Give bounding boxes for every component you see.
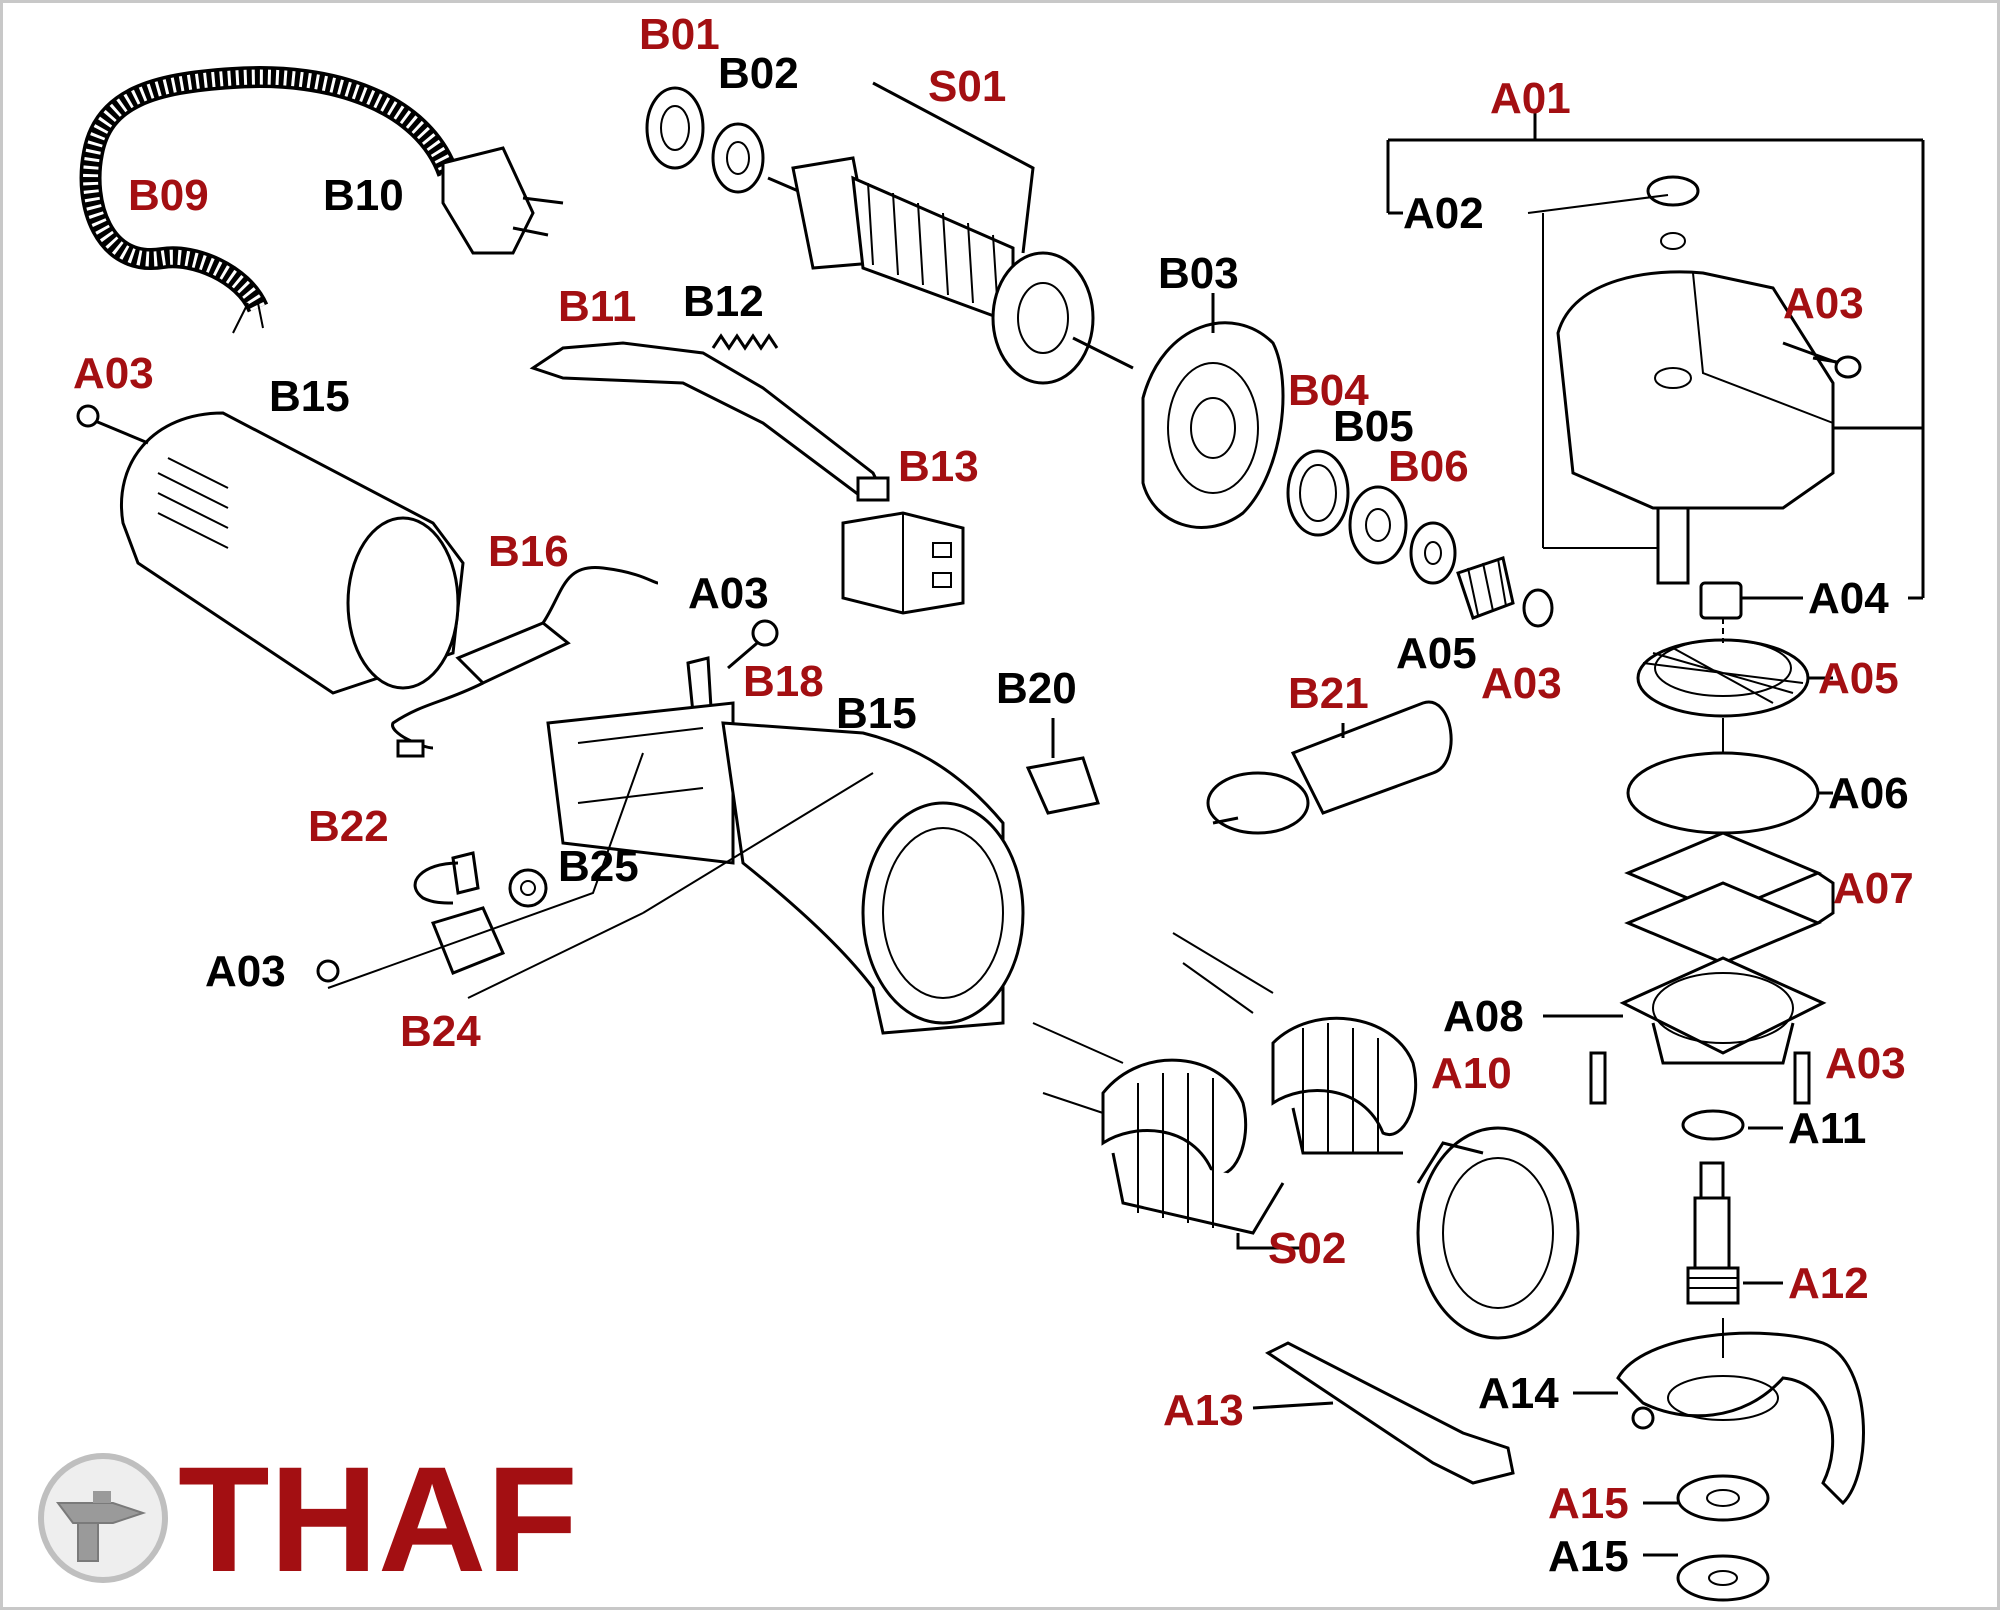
side-handle	[1206, 700, 1453, 835]
gaskets	[1624, 831, 1835, 965]
wheel-guard	[1573, 1331, 1865, 1506]
label-a14: A14	[1478, 1369, 1559, 1418]
label-a07: A07	[1833, 864, 1914, 913]
bevel-gear-large	[1636, 638, 1833, 718]
end-cover	[120, 411, 465, 695]
spindle	[1686, 1161, 1783, 1305]
label-b20: B20	[996, 664, 1077, 713]
label-a05-1: A05	[1396, 629, 1477, 678]
label-s01: S01	[928, 62, 1006, 111]
gear-head-housing	[1527, 175, 1844, 585]
bearing-flange	[1543, 956, 1827, 1065]
spring-b25	[508, 868, 548, 908]
label-a03-3: A03	[688, 569, 769, 618]
label-a15-1: A15	[1548, 1479, 1629, 1528]
label-a03-5: A03	[205, 947, 286, 996]
o-ring	[1626, 751, 1820, 835]
label-b03: B03	[1158, 249, 1239, 298]
label-b04: B04	[1288, 366, 1369, 415]
washer-b06	[1409, 521, 1457, 585]
label-a11: A11	[1788, 1104, 1866, 1153]
label-a12: A12	[1788, 1259, 1869, 1308]
air-guide	[1416, 1126, 1580, 1340]
bearing-b02	[711, 122, 765, 194]
label-b13: B13	[898, 442, 979, 491]
label-b06: B06	[1388, 442, 1469, 491]
label-b10: B10	[323, 171, 404, 220]
screw-a03-brush	[316, 959, 340, 983]
brush-holder	[430, 906, 506, 975]
spring-b12	[711, 333, 779, 351]
label-a15-2: A15	[1548, 1532, 1629, 1581]
motor-housing	[546, 701, 1025, 1035]
screw-a03-right-flange	[1793, 1051, 1811, 1105]
label-b22: B22	[308, 802, 389, 851]
label-a02: A02	[1403, 189, 1484, 238]
label-b24: B24	[400, 1007, 481, 1056]
power-cord	[79, 66, 459, 334]
label-a05-2: A05	[1818, 654, 1899, 703]
brush-b22	[451, 851, 480, 895]
nut-a03-pinion	[1522, 588, 1554, 628]
brand-name: THAF	[178, 1435, 578, 1603]
exploded-view-diagram: B01 B02 S01 A01 B09 B10 A02 B03 B11 B12 …	[38, 10, 1925, 1603]
label-a01: A01	[1490, 74, 1571, 123]
suppressor	[391, 565, 659, 758]
switch-rod	[529, 341, 890, 502]
label-a03-1: A03	[1783, 279, 1864, 328]
label-a08: A08	[1443, 992, 1524, 1041]
label-a13: A13	[1163, 1386, 1244, 1435]
armature	[767, 81, 1134, 385]
label-b11: B11	[558, 282, 636, 331]
label-a03-6: A03	[1825, 1039, 1906, 1088]
label-a04: A04	[1808, 574, 1889, 623]
label-a10: A10	[1431, 1049, 1512, 1098]
a01-bracket	[1386, 113, 1925, 600]
stator-windings	[1032, 932, 1418, 1250]
label-b02: B02	[718, 49, 799, 98]
flange-nut-bottom	[1676, 1554, 1770, 1602]
bushing-a04	[1699, 581, 1743, 620]
bearing-b01	[645, 86, 705, 170]
flange-nut-top	[1676, 1474, 1770, 1522]
label-b05: B05	[1333, 402, 1414, 451]
fan-baffle	[1141, 293, 1285, 529]
label-b09: B09	[128, 171, 209, 220]
label-b15-1: B15	[269, 372, 350, 421]
label-a03-4: A03	[1481, 659, 1562, 708]
screw-a03-left-flange	[1589, 1051, 1607, 1105]
label-a03-2: A03	[73, 349, 154, 398]
label-b01: B01	[639, 10, 720, 59]
label-a06: A06	[1828, 769, 1909, 818]
label-b16: B16	[488, 527, 569, 576]
label-b15-2: B15	[836, 689, 917, 738]
spanner-wrench	[1252, 1341, 1515, 1485]
washer-a11	[1681, 1109, 1745, 1141]
label-b18: B18	[743, 657, 824, 706]
rubber-part-b20	[1025, 718, 1100, 815]
switch-module	[841, 511, 965, 615]
screw-a03-top	[1782, 341, 1839, 365]
drill-logo-icon	[38, 1453, 168, 1583]
label-b21: B21	[1288, 669, 1369, 718]
label-b25: B25	[558, 842, 639, 891]
screw-a03-left	[87, 416, 149, 445]
bearing-b05	[1348, 485, 1408, 565]
label-b12: B12	[683, 277, 764, 326]
label-s02: S02	[1268, 1224, 1346, 1273]
plug	[441, 146, 564, 255]
pinion-gear	[1456, 556, 1515, 620]
ring-b04	[1286, 449, 1350, 537]
